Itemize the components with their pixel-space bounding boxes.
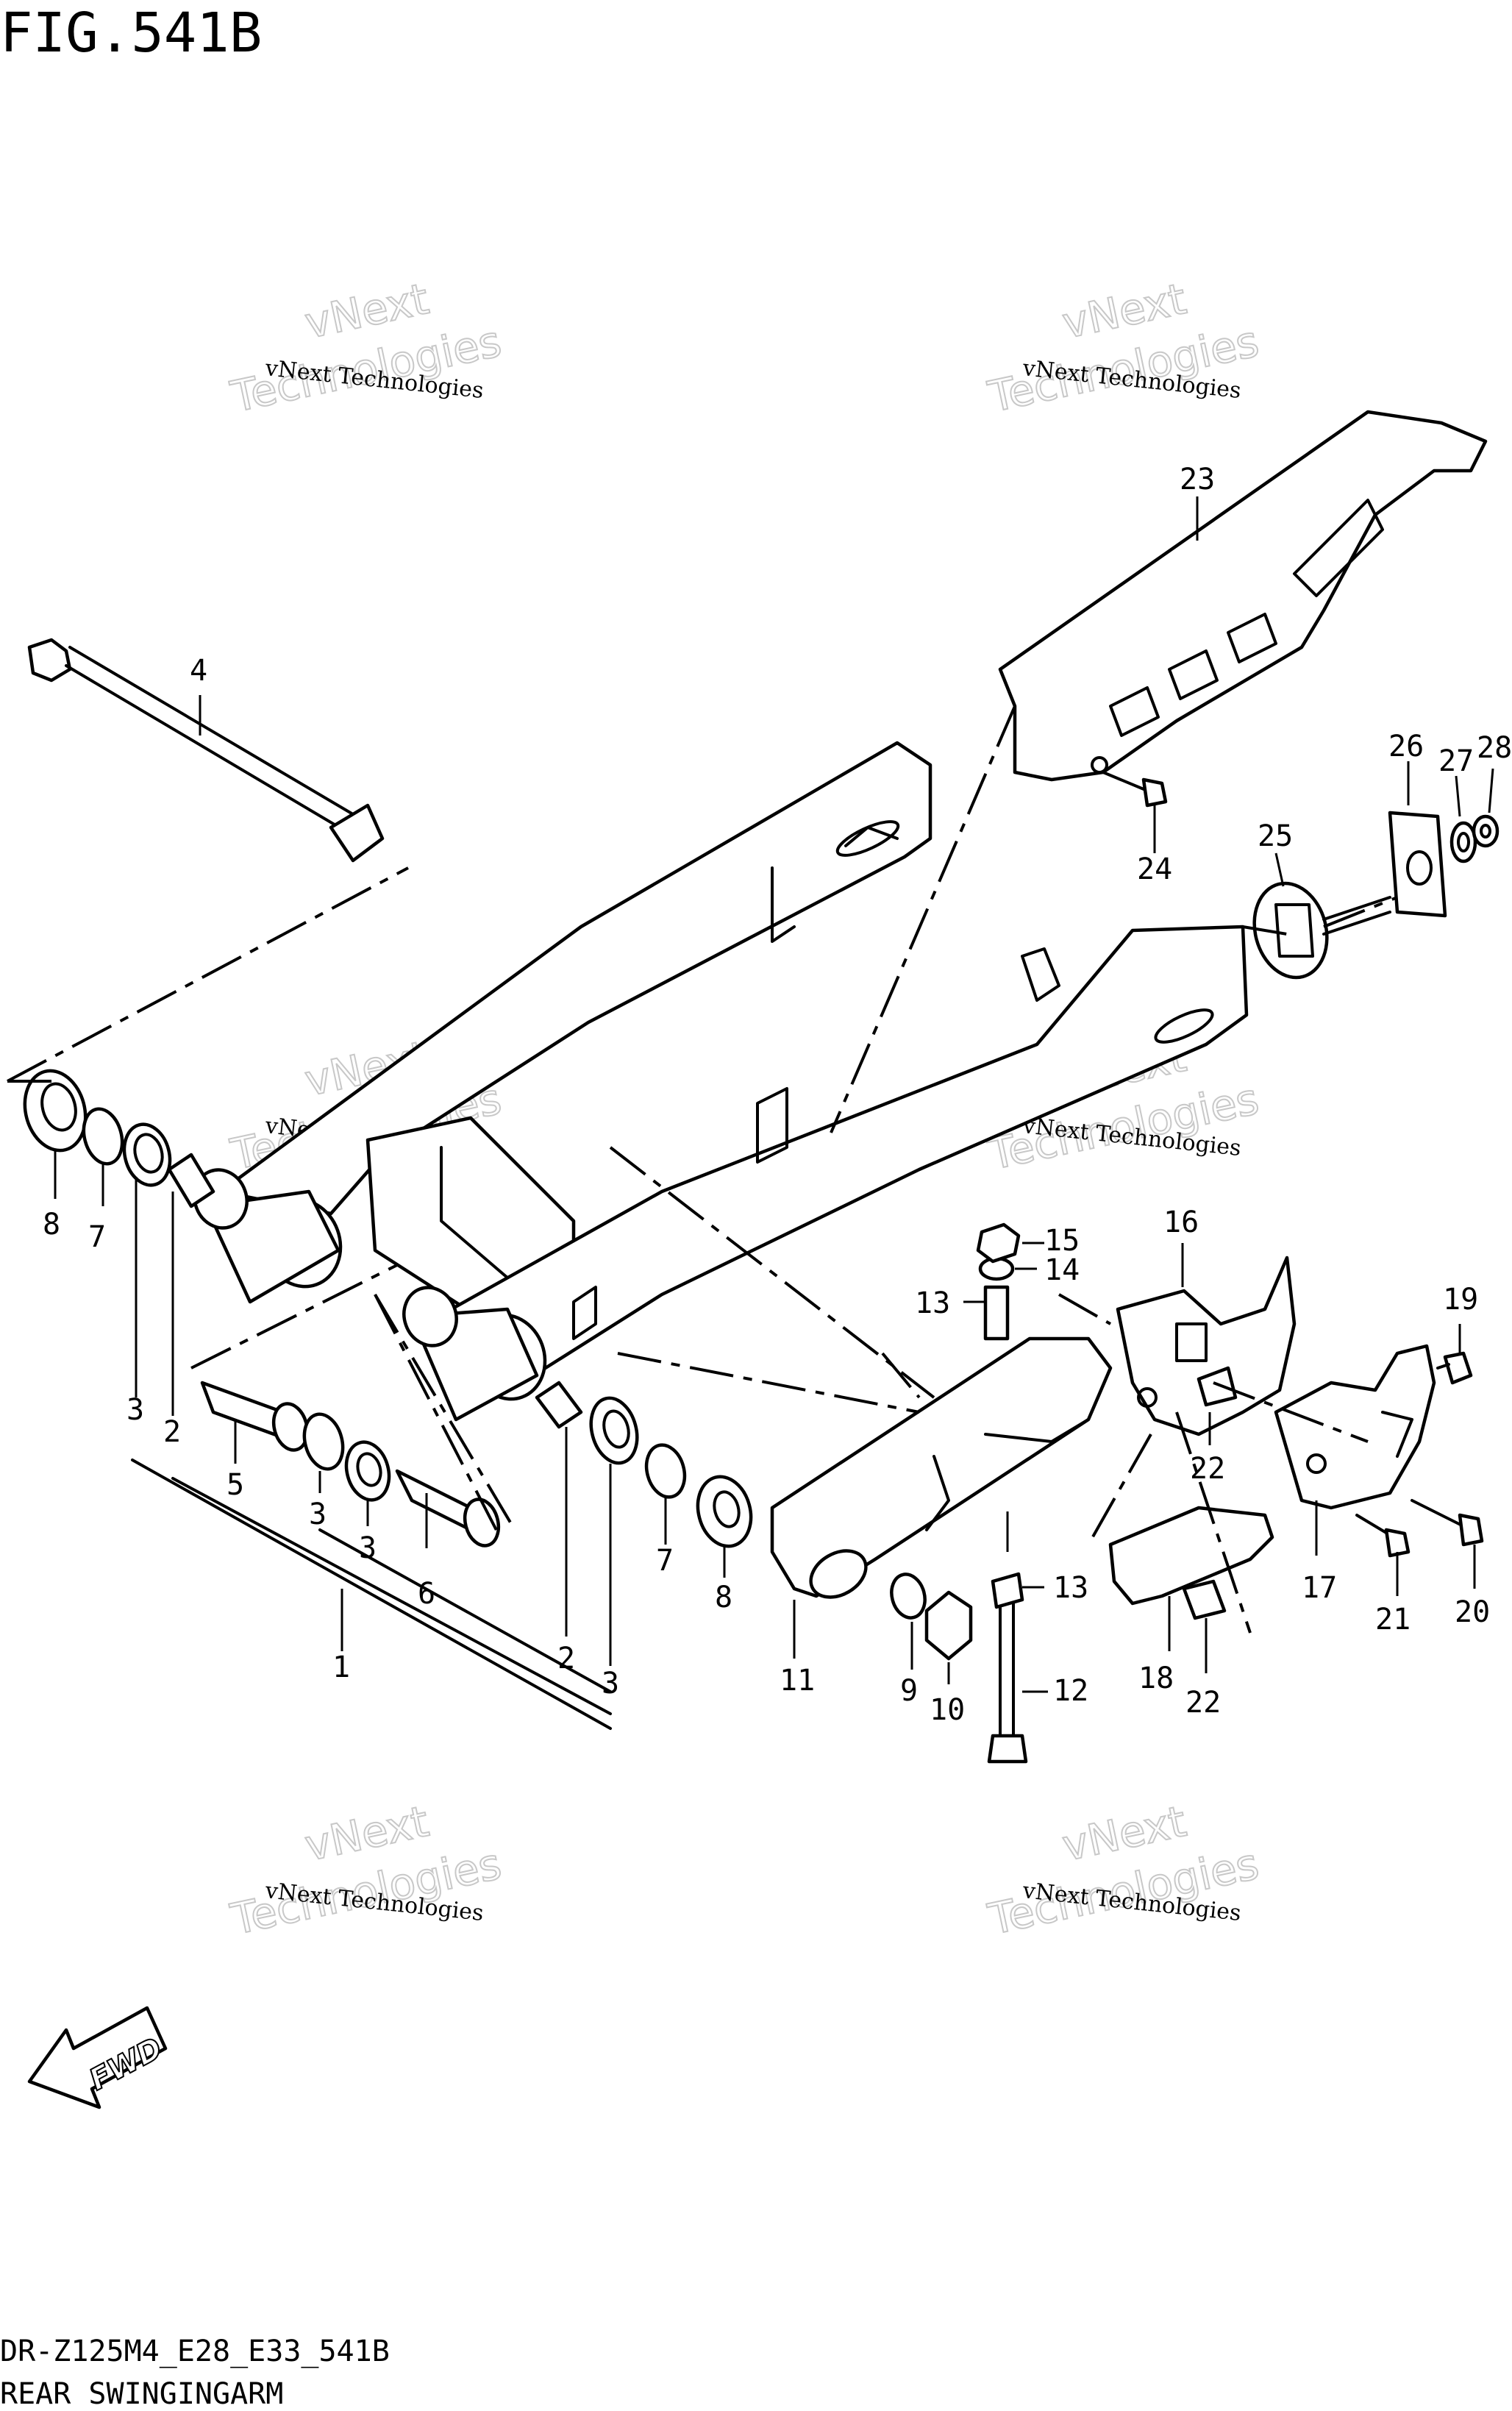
part-bearing-3-center-b[interactable] [340,1437,396,1505]
leader-lines [7,496,1494,1730]
callout-28: 28 [1477,731,1512,765]
part-axle[interactable] [27,638,385,863]
part-bearing-3-center-a[interactable] [299,1410,349,1473]
callout-3-a: 3 [309,1497,327,1531]
callout-22-lower: 22 [1185,1686,1221,1720]
part-block-18[interactable] [1108,1506,1274,1606]
callout-8-left: 8 [43,1208,60,1242]
part-bracket-16[interactable] [1116,1256,1297,1436]
part-washer-7-left[interactable] [78,1105,128,1168]
callout-10: 10 [930,1693,965,1727]
callout-1: 1 [332,1650,350,1684]
callout-2-right: 2 [557,1642,575,1675]
figure-title: FIG.541B [0,1,262,65]
part-seal-8-right[interactable] [691,1471,758,1553]
part-bushing-2-left[interactable] [167,1153,215,1208]
callout-9: 9 [900,1674,918,1708]
part-cushion-lever[interactable] [770,1336,1113,1606]
part-washer-7-right[interactable] [641,1441,691,1501]
part-pin-22-upper[interactable] [1197,1366,1238,1407]
part-adjuster-25[interactable] [1244,875,1391,986]
part-bolt-21[interactable] [1355,1514,1411,1558]
callout-7-right: 7 [656,1544,674,1578]
callout-23: 23 [1180,463,1215,496]
callout-12: 12 [1053,1674,1088,1708]
part-bolt-12[interactable] [987,1595,1028,1764]
callout-3-b: 3 [359,1531,377,1565]
callout-16: 16 [1163,1206,1199,1239]
part-bolt-20[interactable] [1411,1499,1484,1547]
part-nut-15[interactable] [976,1222,1021,1264]
part-seal-8-left[interactable] [16,1064,94,1158]
callout-14: 14 [1044,1253,1080,1287]
part-nut-10[interactable] [924,1590,973,1661]
callout-27: 27 [1438,744,1474,778]
part-washer-9[interactable] [887,1570,930,1621]
part-bolt-24[interactable] [1102,771,1168,808]
callout-7-left: 7 [88,1220,106,1254]
part-nut-13-upper[interactable] [983,1285,1010,1341]
part-bolt-19[interactable] [1436,1351,1473,1385]
part-nut-28[interactable] [1472,814,1499,848]
callout-13-lower: 13 [1053,1571,1088,1605]
callout-3-left: 3 [126,1393,144,1427]
callout-25: 25 [1258,819,1293,853]
callout-18: 18 [1138,1662,1174,1695]
part-chain-case[interactable] [998,410,1488,782]
part-bushing-2-right[interactable] [535,1381,583,1429]
part-pin-22-lower[interactable] [1182,1579,1227,1620]
callout-8-right: 8 [715,1581,732,1614]
part-plate-26[interactable] [1388,811,1447,918]
callout-5: 5 [227,1468,244,1502]
part-bearing-3-left[interactable] [118,1119,176,1191]
callout-20: 20 [1455,1595,1490,1629]
callout-4: 4 [190,654,207,688]
part-collar-5[interactable] [200,1381,313,1454]
callout-19: 19 [1443,1283,1478,1317]
callout-22-upper: 22 [1190,1452,1225,1486]
callout-15: 15 [1044,1224,1080,1258]
callout-2-left: 2 [163,1415,181,1449]
callout-3-right: 3 [602,1667,619,1700]
callout-26: 26 [1388,730,1424,763]
callout-labels: 4 23 24 25 26 27 28 8 7 3 2 5 3 3 6 1 2 … [43,463,1512,1727]
part-bearing-3-right[interactable] [584,1393,643,1468]
callout-24: 24 [1137,852,1172,886]
part-nut-13-lower[interactable] [991,1572,1024,1609]
callout-11: 11 [780,1664,815,1698]
part-bracket-17[interactable] [1274,1344,1436,1510]
callout-6: 6 [418,1577,435,1611]
figure-name: REAR SWINGINGARM [0,2377,283,2411]
callout-17: 17 [1302,1571,1337,1605]
fwd-arrow: FWD [27,2006,168,2109]
part-washer-27[interactable] [1449,821,1477,863]
part-collar-6[interactable] [395,1469,504,1550]
callout-13-upper: 13 [915,1286,950,1320]
callout-21: 21 [1375,1603,1411,1637]
part-swingarm[interactable] [186,741,1249,1422]
figure-code: DR-Z125M4_E28_E33_541B [0,2335,390,2368]
